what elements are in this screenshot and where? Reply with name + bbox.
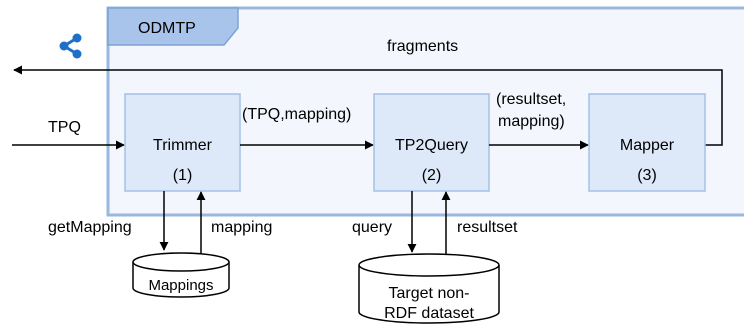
label-getmapping: getMapping	[48, 219, 132, 236]
mapper-number: (3)	[637, 167, 657, 184]
share-icon	[59, 33, 82, 59]
edge-fragments: fragments	[13, 38, 723, 146]
tp2query-name: TP2Query	[395, 137, 468, 154]
label-tpq-mapping: (TPQ,mapping)	[242, 106, 351, 123]
trimmer-name: Trimmer	[153, 137, 213, 154]
mapper-name: Mapper	[620, 137, 675, 154]
edge-tpq: TPQ	[12, 119, 125, 150]
edge-resultset-mapping: (resultset, mapping)	[489, 91, 589, 150]
component-mapper: Mapper (3)	[588, 93, 706, 192]
datastore-target: Target non- RDF dataset	[358, 253, 500, 324]
label-query: query	[352, 219, 392, 236]
edge-mapping: mapping	[196, 191, 272, 253]
datastore-mappings: Mappings	[132, 252, 230, 298]
edge-query: query	[352, 191, 417, 253]
component-trimmer: Trimmer (1)	[124, 93, 241, 192]
target-label-line2: RDF dataset	[384, 305, 474, 322]
label-tpq: TPQ	[48, 119, 81, 136]
label-resultset: resultset	[457, 219, 518, 236]
label-fragments: fragments	[387, 38, 458, 55]
label-resultset-mapping-line1: (resultset,	[496, 91, 566, 108]
edge-getmapping: getMapping	[48, 191, 169, 251]
tp2query-number: (2)	[422, 167, 442, 184]
component-tp2query: TP2Query (2)	[373, 93, 490, 192]
mappings-label: Mappings	[148, 277, 213, 294]
container-title: ODMTP	[138, 20, 196, 37]
edge-tpq-mapping: (TPQ,mapping)	[240, 106, 374, 150]
container-tab	[107, 7, 239, 46]
target-label-line1: Target non-	[389, 285, 470, 302]
trimmer-number: (1)	[173, 167, 193, 184]
label-resultset-mapping-line2: mapping)	[498, 113, 565, 130]
label-mapping: mapping	[211, 219, 272, 236]
edge-resultset: resultset	[441, 191, 518, 254]
